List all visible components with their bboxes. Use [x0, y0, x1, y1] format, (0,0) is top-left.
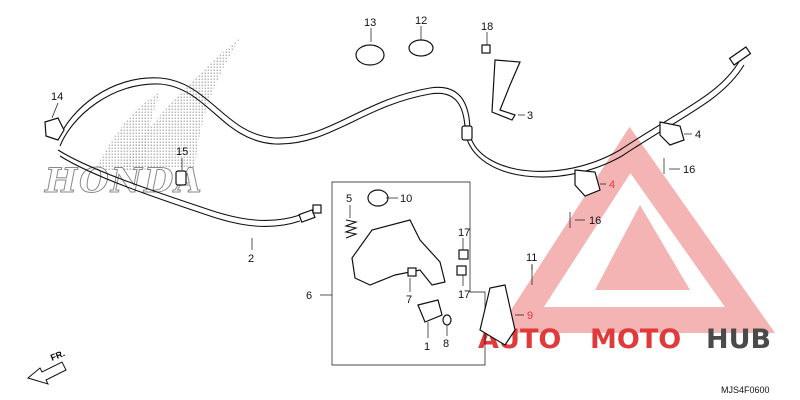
logo-text-hub: HUB: [706, 324, 771, 355]
part-17-bolt-lower: [456, 265, 467, 276]
front-direction-label: FR.: [49, 348, 66, 363]
callout-15: 15: [176, 146, 188, 158]
callout-12: 12: [415, 15, 427, 27]
part-14-clamp: [44, 117, 65, 141]
callout-4-upper: 4: [695, 129, 701, 141]
leader-lines: [51, 26, 692, 338]
pedal-bracket-assembly: [351, 219, 446, 286]
brake-cable-main: [57, 59, 741, 172]
front-direction-arrow: [26, 361, 67, 385]
part-18-bolt: [481, 44, 491, 54]
logo-text-moto: MOTO: [590, 324, 681, 355]
part-8-washer: [442, 314, 452, 326]
part-7-nut: [407, 267, 417, 277]
callout-17-lower: 17: [458, 289, 470, 301]
callout-9: 9: [527, 310, 533, 322]
part-15-clip: [175, 170, 187, 186]
callout-6: 6: [306, 290, 312, 302]
honda-wing-watermark: [95, 38, 240, 170]
callout-2: 2: [248, 253, 254, 265]
part-5-spring: [344, 219, 358, 239]
part-13-band: [355, 44, 385, 66]
part-3-bracket: [491, 59, 521, 121]
brake-cable-main-inner: [59, 64, 745, 178]
cable-2-tip: [312, 204, 322, 214]
automotohub-triangle-logo: [496, 126, 776, 333]
callout-18: 18: [481, 21, 493, 33]
callout-10: 10: [400, 193, 412, 205]
part-12-band: [408, 39, 434, 57]
callout-4-lower: 4: [609, 179, 615, 191]
part-1-switch: [417, 299, 443, 323]
callout-3: 3: [527, 110, 533, 122]
part-4-guide-upper: [659, 121, 685, 146]
cable-2-end: [298, 209, 316, 223]
cable-2: [57, 149, 301, 221]
callout-13: 13: [364, 17, 376, 29]
part-17-bolt-upper: [458, 249, 469, 260]
part-4-guide-lower: [574, 169, 601, 197]
cable-2-inner: [59, 155, 301, 227]
callout-11: 11: [526, 252, 537, 264]
callout-16-lower: 16: [589, 215, 601, 227]
cable-grommet: [461, 125, 473, 141]
callout-5: 5: [346, 193, 352, 205]
cable-end-fitting-top: [728, 46, 752, 66]
drawing-code: MJS4F0600: [721, 385, 770, 395]
callout-16-upper: 16: [683, 164, 695, 176]
part-9-pad: [479, 284, 516, 346]
callout-8: 8: [443, 338, 449, 350]
callout-17-upper: 17: [458, 227, 470, 239]
callout-14: 14: [51, 91, 63, 103]
callout-1: 1: [424, 341, 430, 353]
callout-7: 7: [406, 294, 412, 306]
part-10-cap: [367, 189, 389, 207]
part-6-assembly-outline: [331, 181, 486, 366]
